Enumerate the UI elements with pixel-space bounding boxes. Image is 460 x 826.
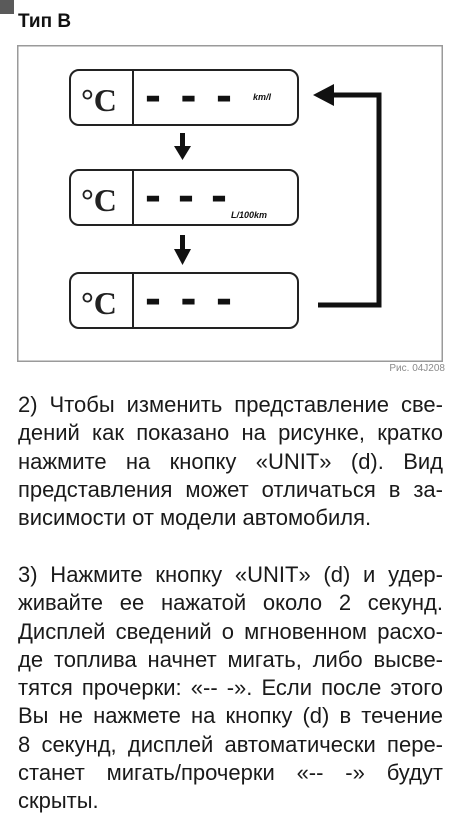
instruction-paragraph-2: 2) Чтобы изменить представление све- ден…: [18, 391, 443, 532]
celsius-symbol: °C: [81, 285, 117, 321]
corner-tab: [0, 0, 14, 14]
text-line: представления может отличаться в за-: [18, 476, 443, 502]
display-reading: - - -: [145, 69, 232, 122]
text-line: дений как показано на рисунке, кратко: [18, 420, 443, 446]
display-outline: [69, 272, 299, 329]
display-reading: - - -: [145, 169, 227, 222]
figure-caption: Рис. 04J208: [389, 363, 445, 374]
text-line: де топлива начнет мигать, либо высве-: [18, 646, 443, 672]
text-line: тятся прочерки: «-- -». Если после этого: [18, 675, 443, 701]
text-line: нажмите на кнопку «UNIT» (d). Вид: [18, 448, 443, 474]
display-outline: [69, 69, 299, 126]
celsius-symbol: °C: [81, 182, 117, 218]
text-line: 2) Чтобы изменить представление све-: [18, 392, 443, 417]
text-line: станет мигать/прочерки «-- -» будут: [18, 760, 443, 786]
text-line: 3) Нажмите кнопку «UNIT» (d) и удер-: [18, 562, 443, 587]
display-outline: [69, 169, 299, 226]
section-title: Тип B: [18, 11, 72, 32]
cycle-return-arrow-icon: [313, 84, 382, 308]
arrow-down-icon: [174, 133, 191, 160]
arrow-down-icon: [174, 235, 191, 265]
display-unit: km/l: [253, 92, 272, 102]
text-line: 8 секунд, дисплей автоматически пере-: [18, 731, 443, 757]
display-reading: - - -: [145, 272, 232, 325]
display-modes-figure: °C - - - km/l °C - - - L/100km °C - - -: [17, 45, 443, 362]
text-line: висимости от модели автомобиля.: [18, 505, 372, 531]
celsius-symbol: °C: [81, 82, 117, 118]
text-line: Вы не нажмете на кнопку (d) в течение: [18, 703, 443, 729]
figure-frame: [17, 45, 443, 362]
display-panel-1: °C - - - km/l: [69, 69, 299, 126]
instruction-paragraph-3: 3) Нажмите кнопку «UNIT» (d) и удер- жив…: [18, 561, 443, 816]
display-panel-2: °C - - - L/100km: [69, 169, 299, 226]
display-panel-3: °C - - -: [69, 272, 299, 329]
display-unit: L/100km: [231, 210, 267, 220]
text-line: скрыты.: [18, 788, 99, 814]
text-line: живайте ее нажатой около 2 секунд.: [18, 590, 443, 616]
text-line: Дисплей сведений о мгновенном расхо-: [18, 618, 443, 644]
